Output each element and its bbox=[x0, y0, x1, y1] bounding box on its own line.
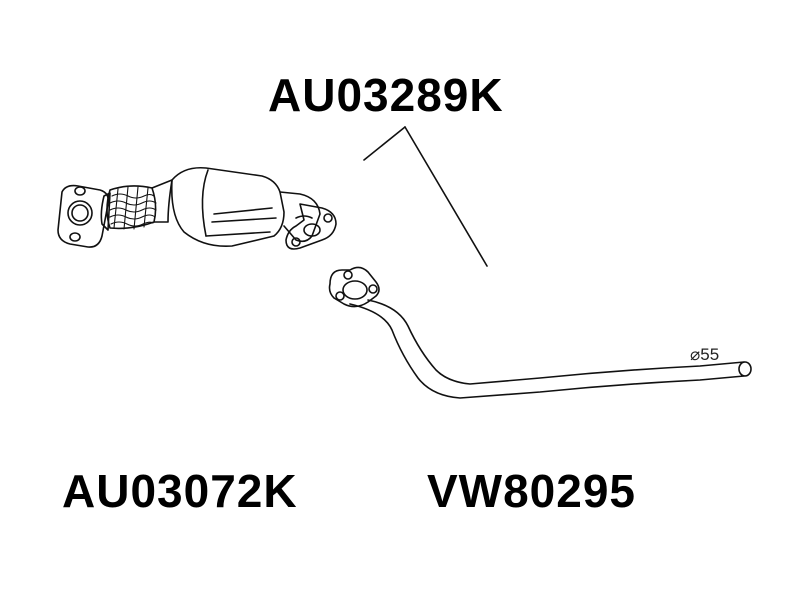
part-number-catalytic-converter: AU03072K bbox=[62, 465, 298, 517]
catalytic-converter bbox=[57, 166, 337, 250]
part-number-top: AU03289K bbox=[268, 69, 504, 121]
front-pipe bbox=[328, 266, 752, 399]
diameter-annotation: ⌀55 bbox=[690, 345, 720, 364]
pipe-flange bbox=[328, 266, 380, 308]
leader-lines bbox=[363, 126, 488, 267]
inlet-flange bbox=[57, 184, 110, 248]
part-number-front-pipe: VW80295 bbox=[427, 465, 637, 517]
